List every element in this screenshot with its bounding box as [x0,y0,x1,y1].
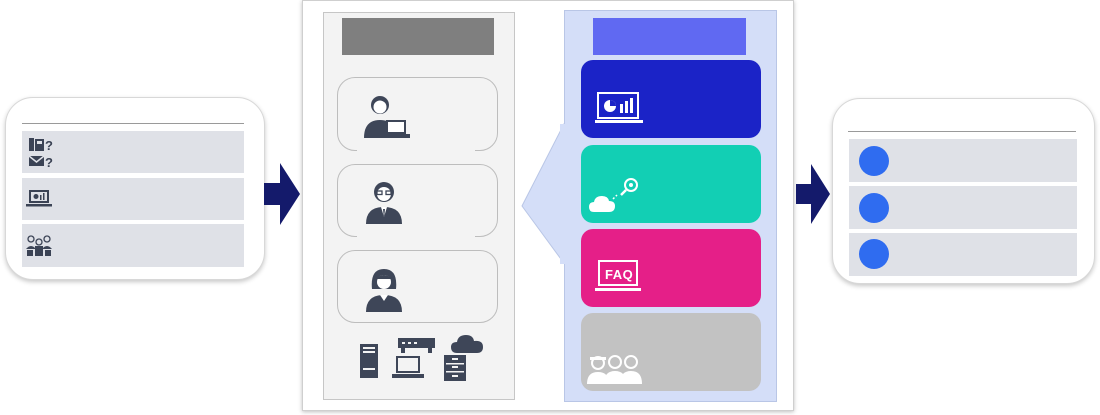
flow-arrow-left [264,163,300,225]
people-group-icon [587,355,642,384]
network-switch-icon [398,338,435,353]
person-box-operator [337,164,498,237]
staff-column-header [342,18,494,55]
output-row-2 [849,186,1077,229]
user-laptop-icon [364,96,410,138]
person-box-female-operator [337,250,498,323]
faq-screen-icon [595,260,641,291]
person-box-user [337,77,498,151]
svg-text:?: ? [45,138,53,153]
bullet-dot [859,146,889,176]
laptop-chart-icon [26,190,52,207]
bullet-dot [859,239,889,269]
output-card-rule [848,131,1076,132]
tile-cloud-search [581,145,761,223]
tile-people-group [581,313,761,391]
input-row-web [22,178,244,220]
tile-dashboard [581,60,761,138]
output-row-1 [849,139,1077,182]
flow-arrow-right [796,164,830,224]
female-operator-icon [366,269,402,312]
laptop-icon [392,356,424,378]
services-column-header [593,18,746,55]
svg-text:?: ? [45,155,53,169]
input-row-meeting [22,224,244,267]
bullet-dot [859,193,889,223]
input-row-contact: ? ? [22,131,244,173]
output-row-3 [849,233,1077,276]
cloud-icon [451,335,483,353]
faq-label: FAQ [605,267,634,282]
phone-question-icon: ? ? [28,138,53,169]
dashboard-screen-icon [595,92,643,123]
meeting-people-icon [26,235,52,256]
cloud-search-icon [589,178,638,212]
filing-cabinet-icon [444,355,466,381]
input-card-rule [22,123,244,124]
operator-headset-icon [366,182,402,224]
server-tower-icon [360,344,378,378]
tile-faq: FAQ [581,229,761,307]
